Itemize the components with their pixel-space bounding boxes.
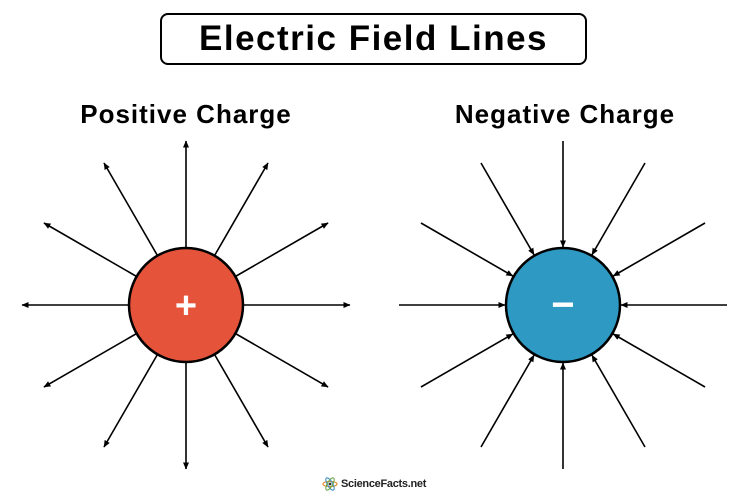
positive-field-line-arrow [214,354,269,448]
negative-field-line-arrow [591,354,646,448]
negative-field-line-arrow [612,222,706,277]
negative-field-line-arrow [480,162,535,256]
negative-charge-symbol: − [551,283,574,327]
atom-logo-icon [322,477,338,491]
negative-field-line-arrow [420,222,514,277]
positive-charge-circle [127,246,245,364]
positive-field-line-arrow [235,333,329,388]
negative-charge-circle [504,246,622,364]
watermark-text: ScienceFacts.net [341,478,427,490]
positive-field-line-arrow [43,222,137,277]
negative-field-line-arrow [591,162,646,256]
diagram-title: Electric Field Lines [160,13,587,65]
positive-field-lines [21,140,351,470]
negative-charge-label: Negative Charge [454,99,676,129]
positive-charge-label: Positive Charge [80,99,292,129]
negative-field-line-arrow [420,333,514,388]
positive-field-line-arrow [43,333,137,388]
negative-field-line-arrow [612,333,706,388]
positive-field-line-arrow [214,162,269,256]
positive-charge-symbol: + [175,285,197,327]
negative-field-line-arrow [480,354,535,448]
positive-field-line-arrow [103,354,158,448]
positive-field-line-arrow [235,222,329,277]
positive-field-line-arrow [103,162,158,256]
sciencefacts-watermark: ScienceFacts.net [322,474,426,494]
negative-field-lines [399,141,727,469]
